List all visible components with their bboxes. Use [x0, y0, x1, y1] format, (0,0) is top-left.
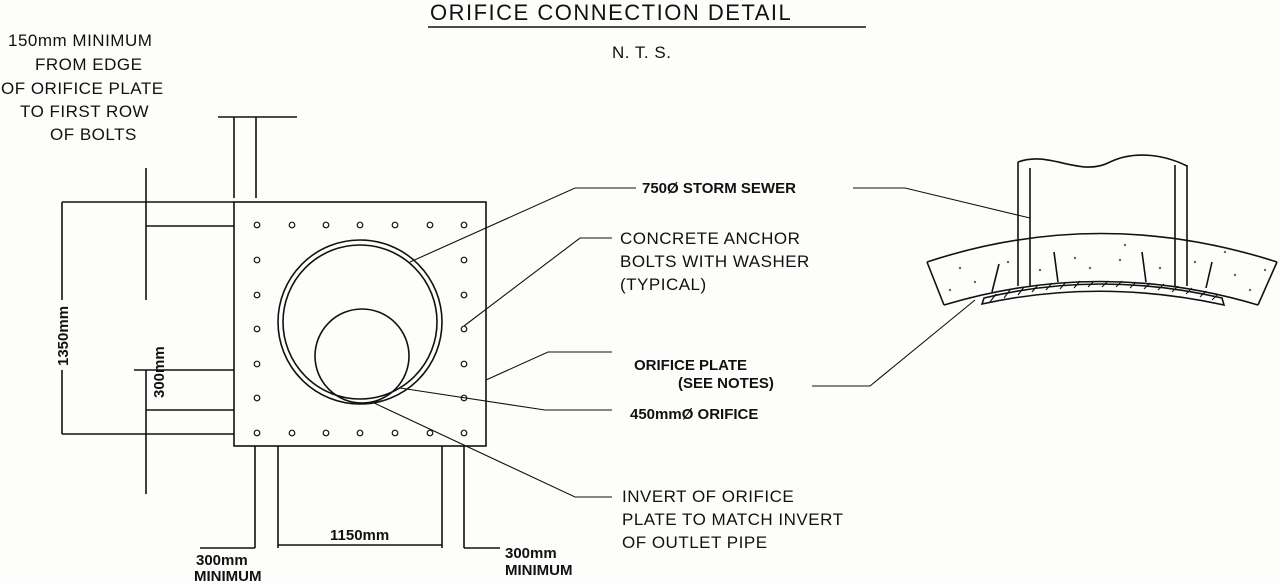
- storm-sewer-outer-circle: [277, 239, 443, 405]
- orifice-size-label: 450mmØ ORIFICE: [630, 406, 758, 423]
- anchor-bolts-label-line-1: CONCRETE ANCHOR: [620, 229, 800, 248]
- bolt-edge-note-line-4: TO FIRST ROW: [20, 102, 149, 121]
- dimension-lines-left: [61, 116, 297, 494]
- orifice-plate-label-line-2: (SEE NOTES): [678, 375, 774, 392]
- plate-hatching: [989, 280, 1219, 303]
- dimension-width-1150: 1150mm: [330, 527, 389, 544]
- orifice-plate-section: [980, 283, 1226, 307]
- drawing-title: ORIFICE CONNECTION DETAIL: [430, 0, 792, 25]
- invert-label-line-3: OF OUTLET PIPE: [622, 533, 768, 552]
- bolt-edge-note-line-5: OF BOLTS: [50, 125, 137, 144]
- storm-sewer-inner-circle: [282, 244, 438, 400]
- leader-lines: [371, 187, 1031, 498]
- orifice-plate-outline: [233, 201, 487, 447]
- section-view: [926, 154, 1278, 307]
- dimension-left-min-label: MINIMUM: [194, 568, 262, 584]
- orifice-plate-label-line-1: ORIFICE PLATE: [634, 357, 747, 374]
- dimension-inner-300: 300mm: [151, 346, 168, 398]
- invert-label-line-1: INVERT OF ORIFICE: [622, 487, 794, 506]
- scale-note: N. T. S.: [612, 43, 671, 62]
- bolt-edge-note: 150mm MINIMUM FROM EDGE OF ORIFICE PLATE…: [1, 31, 164, 144]
- concrete-specks: [948, 243, 1267, 292]
- invert-label-line-2: PLATE TO MATCH INVERT: [622, 510, 843, 529]
- pipe-break-line: [1017, 154, 1188, 168]
- bolt-edge-note-line-1: 150mm MINIMUM: [8, 31, 152, 50]
- section-anchor-bolts: [991, 251, 1213, 293]
- orifice-opening-circle: [314, 308, 410, 404]
- dimension-right-min-label: MINIMUM: [505, 562, 573, 579]
- anchor-bolts-label-line-2: BOLTS WITH WASHER: [620, 252, 810, 271]
- bolt-edge-note-line-2: FROM EDGE: [35, 55, 142, 74]
- anchor-bolts-label-line-3: (TYPICAL): [620, 275, 707, 294]
- bolt-edge-note-line-3: OF ORIFICE PLATE: [1, 79, 164, 98]
- dimension-lines-bottom: [200, 446, 500, 549]
- dimension-left-min-300: 300mm: [196, 552, 248, 569]
- dimension-height-1350: 1350mm: [55, 306, 72, 366]
- anchor-bolts: [253, 221, 468, 437]
- concrete-band-outer: [926, 232, 1278, 263]
- dimension-right-min-300: 300mm: [505, 545, 557, 562]
- storm-sewer-label: 750Ø STORM SEWER: [642, 180, 796, 197]
